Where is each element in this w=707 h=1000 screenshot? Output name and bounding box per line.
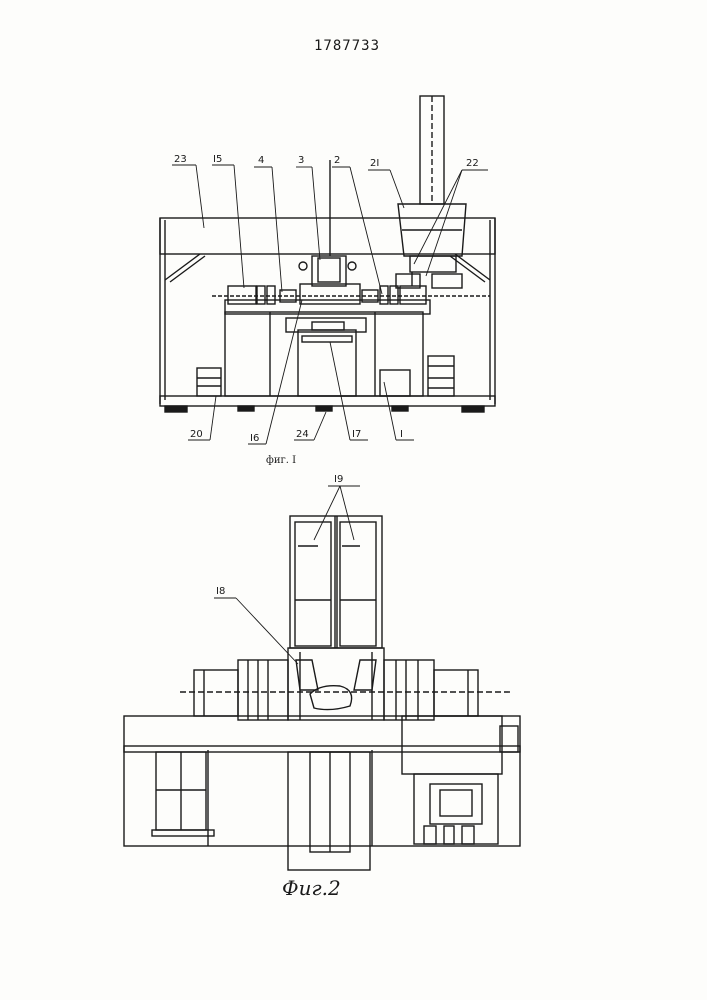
figure-2: I9 I8 — [124, 474, 520, 870]
part-labels-fig2: I9 I8 — [216, 474, 343, 597]
part-labels-fig1: 23 I5 4 3 2 2I 22 20 I6 24 I7 I — [174, 154, 479, 444]
upright-19 — [290, 516, 382, 648]
label-15: I5 — [213, 154, 222, 165]
support-right — [428, 356, 454, 396]
figure-1-caption: фиг. I — [266, 455, 296, 466]
base-frame — [160, 396, 495, 412]
label-17: I7 — [352, 429, 361, 440]
table-17 — [286, 318, 366, 396]
label-19: I9 — [334, 474, 343, 485]
label-3: 3 — [298, 155, 304, 166]
figure-2-caption: Фиг.2 — [282, 876, 341, 900]
support-20 — [197, 368, 221, 396]
leader-lines-fig2 — [214, 486, 360, 664]
label-21: 2I — [370, 158, 379, 169]
bed-frame — [124, 716, 520, 870]
label-24: 24 — [296, 429, 309, 440]
label-20: 20 — [190, 429, 203, 440]
label-22: 22 — [466, 158, 479, 169]
label-23: 23 — [174, 154, 187, 165]
label-16: I6 — [250, 433, 259, 444]
label-18: I8 — [216, 586, 225, 597]
label-2: 2 — [334, 155, 340, 166]
spindle-assembly — [212, 160, 490, 314]
frame-23 — [160, 218, 495, 404]
housing-1 — [225, 312, 423, 396]
label-1: I — [400, 429, 403, 440]
head-18 — [288, 648, 384, 720]
carriage-right — [402, 716, 518, 844]
figure-1: 23 I5 4 3 2 2I 22 20 I6 24 I7 I — [160, 96, 495, 444]
column-21 — [396, 96, 466, 288]
side-spindles — [180, 660, 510, 720]
label-4: 4 — [258, 155, 264, 166]
